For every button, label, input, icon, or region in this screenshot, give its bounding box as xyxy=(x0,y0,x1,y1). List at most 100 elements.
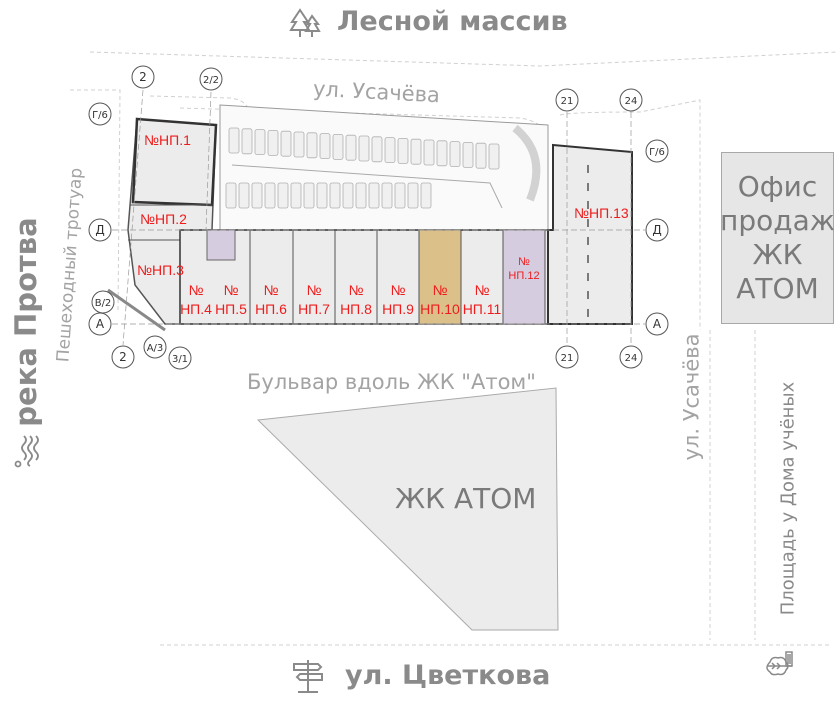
unit-prefix[interactable]: № xyxy=(306,282,321,298)
square-label: Площадь у Дома учёных xyxy=(777,381,799,616)
parking-space xyxy=(254,129,266,156)
unit-label-НП.7[interactable]: НП.7 xyxy=(298,301,330,317)
parking-space xyxy=(332,133,344,160)
parking-spaces xyxy=(225,127,500,209)
parking-space xyxy=(394,182,406,209)
axis-label: В/2 xyxy=(95,298,112,309)
unit-prefix[interactable]: № xyxy=(188,282,203,298)
parking-space xyxy=(280,130,292,157)
axis-bubble: 24 xyxy=(619,88,643,112)
complex-atom-area xyxy=(256,387,559,631)
unit-prefix[interactable]: № xyxy=(223,282,238,298)
parking-space xyxy=(358,135,370,162)
unit-label-НП.5[interactable]: НП.5 xyxy=(215,301,247,317)
unit-label-НП.11[interactable]: НП.11 xyxy=(463,301,502,317)
axis-bubble: 24 xyxy=(619,345,643,369)
unit-prefix[interactable]: № xyxy=(474,282,489,298)
parking-space xyxy=(381,182,393,209)
unit-label-НП.10[interactable]: НП.10 xyxy=(420,301,460,317)
unit-prefix[interactable]: № xyxy=(263,282,278,298)
boulevard-label: Бульвар вдоль ЖК "Атом" xyxy=(247,370,536,394)
parking-space xyxy=(290,182,302,209)
axis-label: 21 xyxy=(561,353,574,364)
axis-bubble: 21 xyxy=(555,88,579,112)
parking-space xyxy=(410,138,422,165)
axis-bubble: А xyxy=(645,312,669,336)
parking-space xyxy=(251,182,263,209)
office-line: Офис xyxy=(737,170,818,203)
unit-label-np13[interactable]: №НП.13 xyxy=(574,205,629,221)
complex-label: ЖК АТОМ xyxy=(395,482,537,515)
unit-label-НП.8[interactable]: НП.8 xyxy=(340,301,372,317)
axis-bubble: 2 xyxy=(111,345,135,369)
driveway-line xyxy=(231,164,503,209)
axis-label: 3/1 xyxy=(172,354,188,365)
parking-space xyxy=(277,182,289,209)
axis-label: 21 xyxy=(561,96,574,107)
axis-bubble: 3/1 xyxy=(168,346,192,370)
ramp xyxy=(512,124,541,202)
parking-space xyxy=(303,182,315,209)
unit-prefix[interactable]: № xyxy=(348,282,363,298)
parking-space xyxy=(488,143,500,170)
axis-bubble: А/3 xyxy=(143,335,167,359)
axis-label: Д xyxy=(652,223,661,237)
park-icon xyxy=(762,648,798,688)
unit-prefix[interactable]: № xyxy=(432,282,447,298)
axis-label: 24 xyxy=(625,353,638,364)
axis-bubble: В/2 xyxy=(91,290,115,314)
unit-prefix[interactable]: № xyxy=(390,282,405,298)
axis-bubble: 2 xyxy=(131,65,155,89)
axis-label: А xyxy=(96,317,105,331)
parking-space xyxy=(293,131,305,158)
axis-bubble: 2/2 xyxy=(199,67,223,91)
parking-space xyxy=(238,182,250,209)
parking-space xyxy=(329,182,341,209)
parking-space xyxy=(371,136,383,163)
parking-space xyxy=(319,133,331,160)
unit-label-np1[interactable]: №НП.1 xyxy=(144,132,191,148)
stair-core-west xyxy=(206,229,236,261)
unit-label-np3[interactable]: №НП.3 xyxy=(137,262,184,278)
office-line: продаж xyxy=(720,204,835,237)
unit-label-НП.9[interactable]: НП.9 xyxy=(382,301,414,317)
axis-bubble: Д xyxy=(645,218,669,242)
parking-space xyxy=(420,182,432,209)
parking-space xyxy=(316,182,328,209)
axis-label: Г/6 xyxy=(92,110,108,121)
axis-bubble: Г/6 xyxy=(645,139,669,163)
parking-space xyxy=(462,141,474,168)
axis-label: 2/2 xyxy=(203,75,219,86)
axis-label: 24 xyxy=(625,96,638,107)
parking-space xyxy=(423,139,435,166)
water-icon xyxy=(14,432,42,476)
unit-label-НП.6[interactable]: НП.6 xyxy=(255,301,287,317)
parking-space xyxy=(384,137,396,164)
unit-np13 xyxy=(547,143,633,325)
parking-space xyxy=(436,140,448,167)
grid-lines xyxy=(112,89,645,346)
unit-dividers xyxy=(249,230,546,324)
signpost-icon xyxy=(290,656,326,700)
axis-label: А/3 xyxy=(147,343,164,354)
parking-space xyxy=(345,134,357,161)
axis-label: Г/6 xyxy=(649,147,665,158)
office-line: ЖК xyxy=(752,238,803,271)
unit-label-НП.12[interactable]: НП.12 xyxy=(508,270,539,282)
tree-icon xyxy=(288,6,322,44)
parking-space xyxy=(241,128,253,155)
axis-label: 2 xyxy=(119,350,127,364)
unit-prefix[interactable]: № xyxy=(518,256,530,268)
axis-bubble: 21 xyxy=(555,345,579,369)
parking-space xyxy=(355,182,367,209)
unit-labels: №НП.1 №НП.2 №НП.3 №НП.13 xyxy=(137,132,629,278)
unit-label-np2[interactable]: №НП.2 xyxy=(140,211,187,227)
sales-office[interactable]: Офис продаж ЖК АТОМ xyxy=(720,152,835,324)
parking-space xyxy=(264,182,276,209)
axis-label: 2 xyxy=(139,70,147,84)
unit-label-НП.4[interactable]: НП.4 xyxy=(180,301,212,317)
axis-bubble: Д xyxy=(88,218,112,242)
forest-label: Лесной массив xyxy=(337,6,568,37)
